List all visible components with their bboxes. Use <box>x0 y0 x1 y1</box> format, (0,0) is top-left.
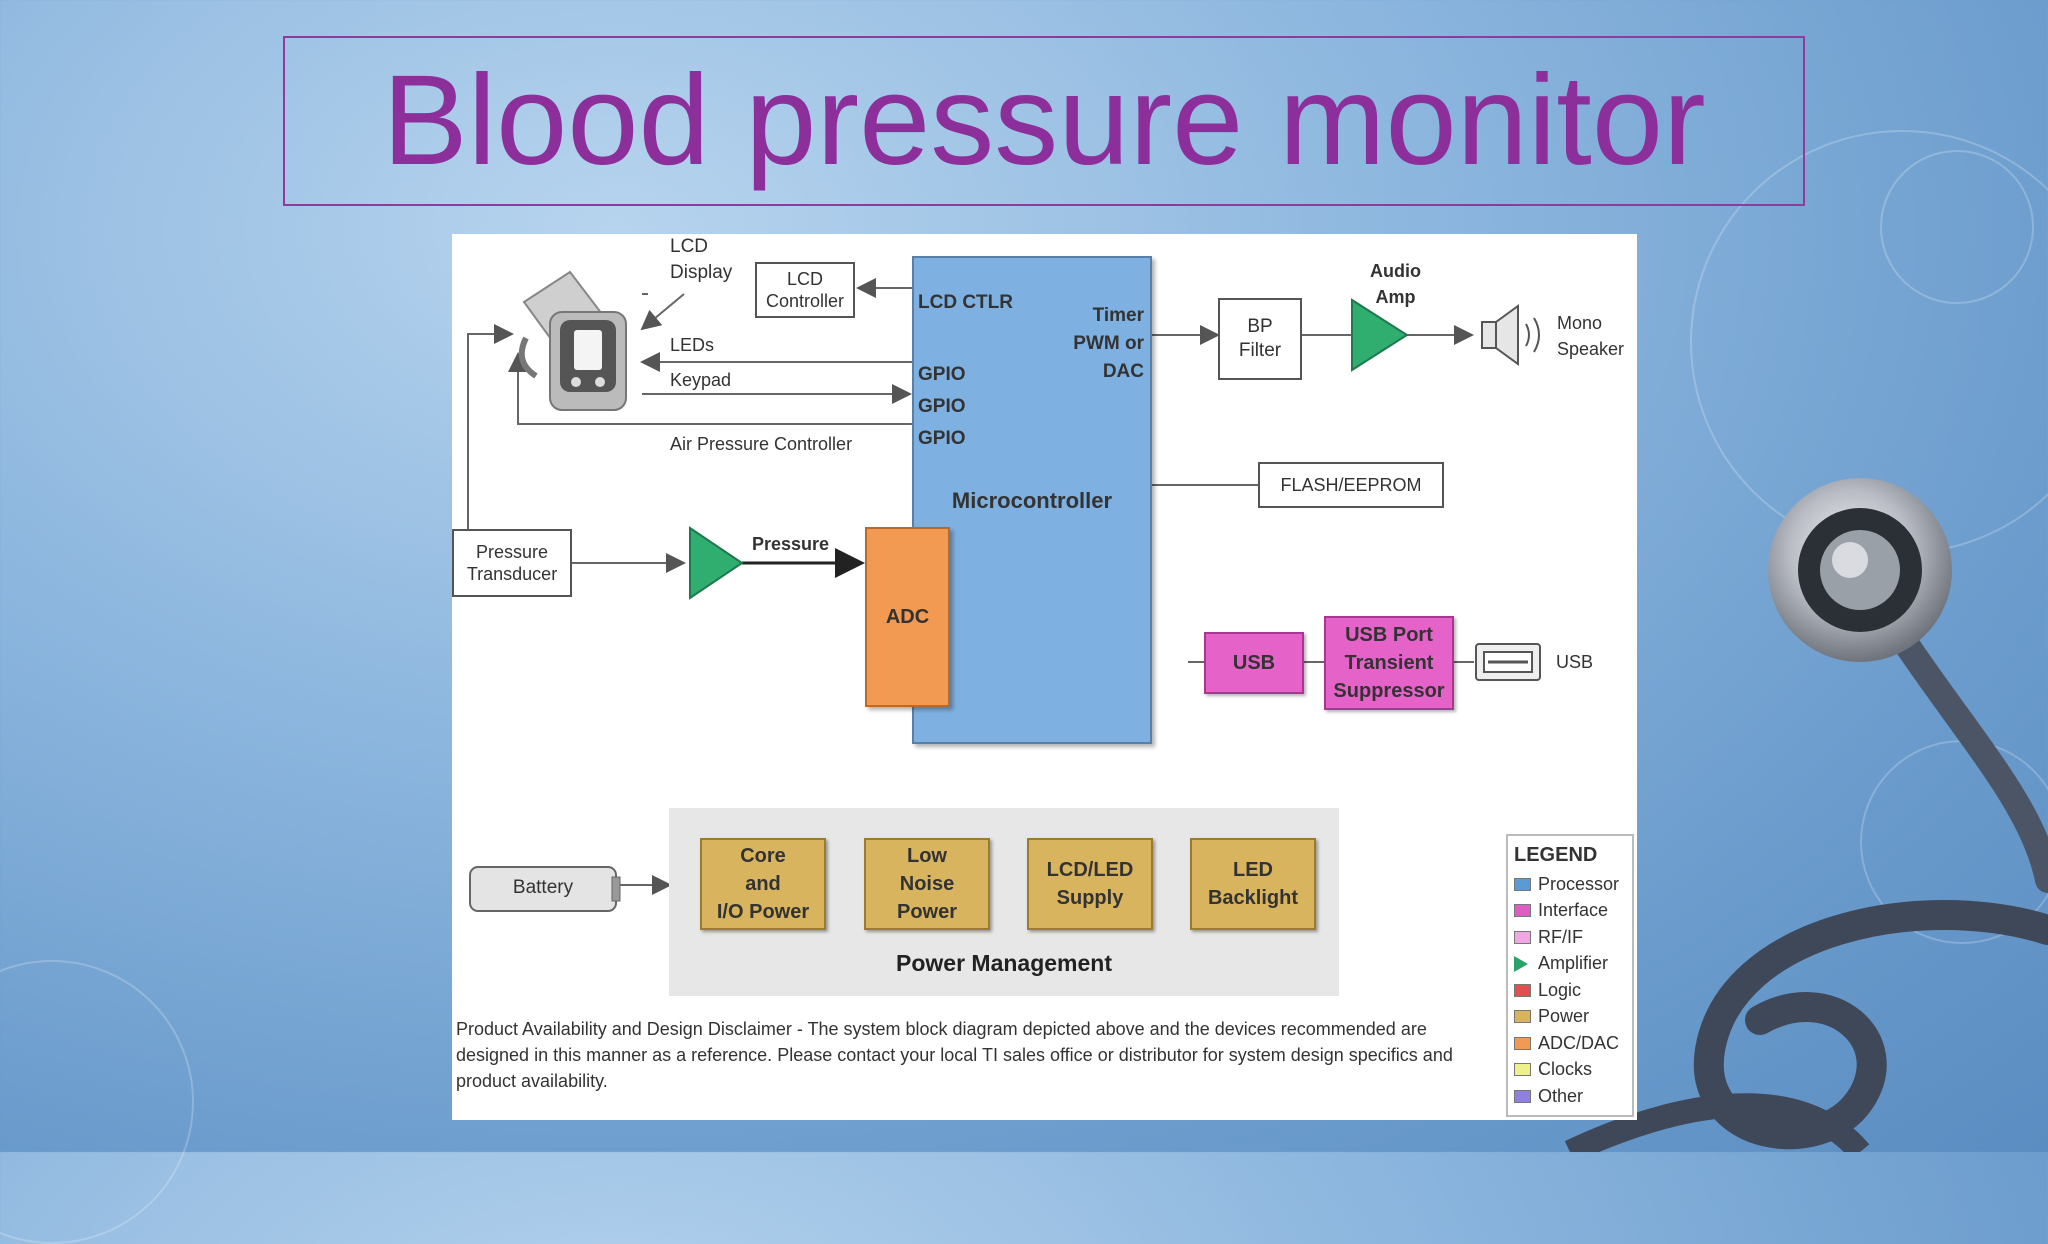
gpio-leds-label: GPIO <box>918 364 966 385</box>
legend-item: Processor <box>1514 871 1632 898</box>
legend-item: Other <box>1514 1083 1632 1110</box>
legend-swatch <box>1514 904 1531 918</box>
pressure-amplifier-icon <box>689 526 744 600</box>
decorative-circle <box>1880 150 2034 304</box>
diagram-connectors <box>467 270 1541 912</box>
usb-connector-label: USB <box>1556 652 1594 672</box>
pressure-label: Pressure <box>752 534 830 554</box>
legend-label: RF/IF <box>1538 926 1583 947</box>
decorative-circle <box>0 960 194 1244</box>
air-pressure-controller-label: Air Pressure Controller <box>670 434 853 454</box>
bp-filter-block: BP Filter <box>1218 298 1302 380</box>
bp-device-icon <box>518 270 627 411</box>
disclaimer-text: Product Availability and Design Disclaim… <box>456 1019 1453 1091</box>
lcd-controller-block: LCD Controller <box>755 262 855 318</box>
legend-item: Clocks <box>1514 1057 1632 1084</box>
legend-swatch <box>1514 877 1531 891</box>
legend-label: Interface <box>1538 900 1609 921</box>
battery-icon <box>469 866 621 912</box>
legend-label: Processor <box>1538 873 1620 894</box>
microcontroller-block: LCD CTLR GPIO GPIO GPIO Timer PWM or DAC… <box>912 256 1152 744</box>
lcd-ctlr-label: LCD CTLR <box>918 292 1013 313</box>
usb-connector-icon <box>1475 643 1541 681</box>
decorative-circle <box>1860 740 2048 944</box>
legend-swatch <box>1514 930 1531 944</box>
gpio-air-label: GPIO <box>918 428 966 449</box>
legend-swatch <box>1514 1063 1531 1077</box>
legend-label: Amplifier <box>1538 953 1609 974</box>
slide-title: Blood pressure monitor <box>382 49 1706 192</box>
keypad-label: Keypad <box>670 370 732 390</box>
audio-amplifier-icon <box>1351 298 1409 372</box>
speaker-icon <box>1481 304 1540 366</box>
legend-swatch <box>1514 1036 1531 1050</box>
legend-label: Clocks <box>1538 1059 1593 1080</box>
gpio-keypad-label: GPIO <box>918 396 966 417</box>
lcd-display-label: LCD Display <box>670 236 733 283</box>
legend-item: Power <box>1514 1004 1632 1031</box>
usb-transient-suppressor-block: USB Port Transient Suppressor <box>1324 616 1454 710</box>
led-backlight-block: LED Backlight <box>1190 838 1316 930</box>
legend-item: Interface <box>1514 898 1632 925</box>
legend-label: Logic <box>1538 979 1582 1000</box>
legend-item: Amplifier <box>1514 951 1632 978</box>
audio-amp-label: Audio Amp <box>1370 261 1421 307</box>
legend-label: Other <box>1538 1085 1584 1106</box>
battery-label: Battery <box>512 877 574 898</box>
legend-title: LEGEND <box>1514 844 1598 866</box>
legend-swatch <box>1514 983 1531 997</box>
title-frame: Blood pressure monitor <box>283 36 1805 206</box>
low-noise-power-block: Low Noise Power <box>864 838 990 930</box>
legend-item: RF/IF <box>1514 924 1632 951</box>
mono-speaker-label: Mono Speaker <box>1557 313 1625 359</box>
legend-item: Logic <box>1514 977 1632 1004</box>
amplifier-swatch-icon <box>1514 955 1528 972</box>
stethoscope-image <box>1564 478 2048 1152</box>
legend-swatch <box>1514 1089 1531 1103</box>
adc-block: ADC <box>865 527 950 707</box>
core-io-power-block: Core and I/O Power <box>700 838 826 930</box>
flash-eeprom-block: FLASH/EEPROM <box>1258 462 1444 508</box>
lcd-led-supply-block: LCD/LED Supply <box>1027 838 1153 930</box>
power-management-label: Power Management <box>896 950 1112 976</box>
leds-label: LEDs <box>670 335 715 355</box>
legend-item: ADC/DAC <box>1514 1030 1632 1057</box>
timer-pwm-dac-label: Timer PWM or DAC <box>1073 305 1144 382</box>
legend-label: ADC/DAC <box>1538 1032 1620 1053</box>
legend-label: Power <box>1538 1006 1590 1027</box>
pressure-transducer-block: Pressure Transducer <box>452 529 572 597</box>
legend-swatch <box>1514 1010 1531 1024</box>
block-diagram: LCD Display LEDs Keypad Air Pressure Con… <box>452 234 1637 1120</box>
usb-block: USB <box>1204 632 1304 694</box>
microcontroller-label: Microcontroller <box>951 488 1113 513</box>
